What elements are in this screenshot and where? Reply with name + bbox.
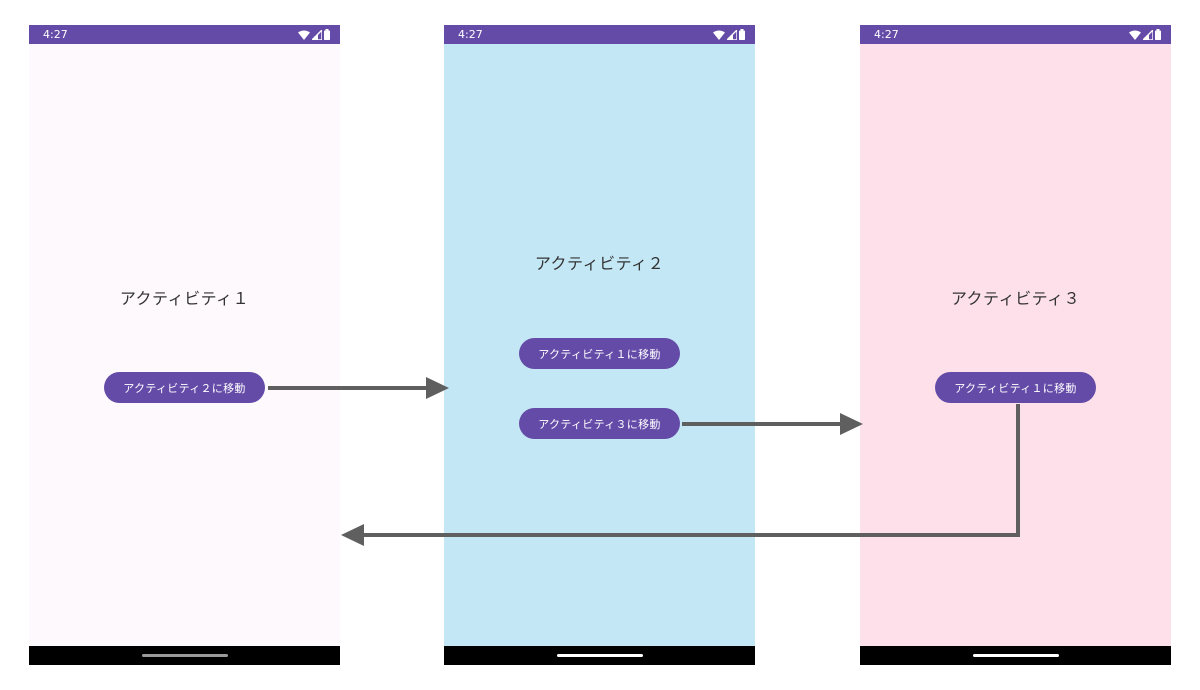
activity-title: アクティビティ３ xyxy=(950,289,1081,308)
battery-icon xyxy=(739,29,745,40)
status-bar: 4:27 xyxy=(860,25,1171,44)
status-bar: 4:27 xyxy=(444,25,755,44)
navigation-bar xyxy=(444,646,755,665)
battery-icon xyxy=(324,29,330,40)
status-time: 4:27 xyxy=(43,28,68,41)
wifi-icon xyxy=(298,30,310,40)
home-handle[interactable] xyxy=(972,654,1059,657)
home-handle[interactable] xyxy=(141,654,228,657)
go-to-activity-1-button[interactable]: アクティビティ１に移動 xyxy=(519,338,680,369)
go-to-activity-3-button[interactable]: アクティビティ３に移動 xyxy=(519,408,680,439)
screen-content: アクティビティ２ アクティビティ１に移動 アクティビティ３に移動 xyxy=(444,44,755,646)
battery-icon xyxy=(1155,29,1161,40)
screen-content: アクティビティ３ アクティビティ１に移動 xyxy=(860,44,1171,646)
go-to-activity-1-button[interactable]: アクティビティ１に移動 xyxy=(935,372,1096,403)
signal-icon xyxy=(312,29,322,40)
go-to-activity-2-button[interactable]: アクティビティ２に移動 xyxy=(104,372,265,403)
activity-title: アクティビティ２ xyxy=(534,254,665,273)
status-bar: 4:27 xyxy=(29,25,340,44)
navigation-bar xyxy=(29,646,340,665)
status-time: 4:27 xyxy=(874,28,899,41)
activity-title: アクティビティ１ xyxy=(119,289,250,308)
signal-icon xyxy=(1143,29,1153,40)
screen-content: アクティビティ１ アクティビティ２に移動 xyxy=(29,44,340,646)
wifi-icon xyxy=(713,30,725,40)
phone-screen-activity-3: 4:27 アクティビティ３ アクティビティ１に移動 xyxy=(860,25,1171,665)
phone-screen-activity-2: 4:27 アクティビティ２ アクティビティ１に移動 アクティビティ３に移動 xyxy=(444,25,755,665)
wifi-icon xyxy=(1129,30,1141,40)
home-handle[interactable] xyxy=(556,654,643,657)
phone-screen-activity-1: 4:27 アクティビティ１ アクティビティ２に移動 xyxy=(29,25,340,665)
status-time: 4:27 xyxy=(458,28,483,41)
navigation-bar xyxy=(860,646,1171,665)
signal-icon xyxy=(727,29,737,40)
